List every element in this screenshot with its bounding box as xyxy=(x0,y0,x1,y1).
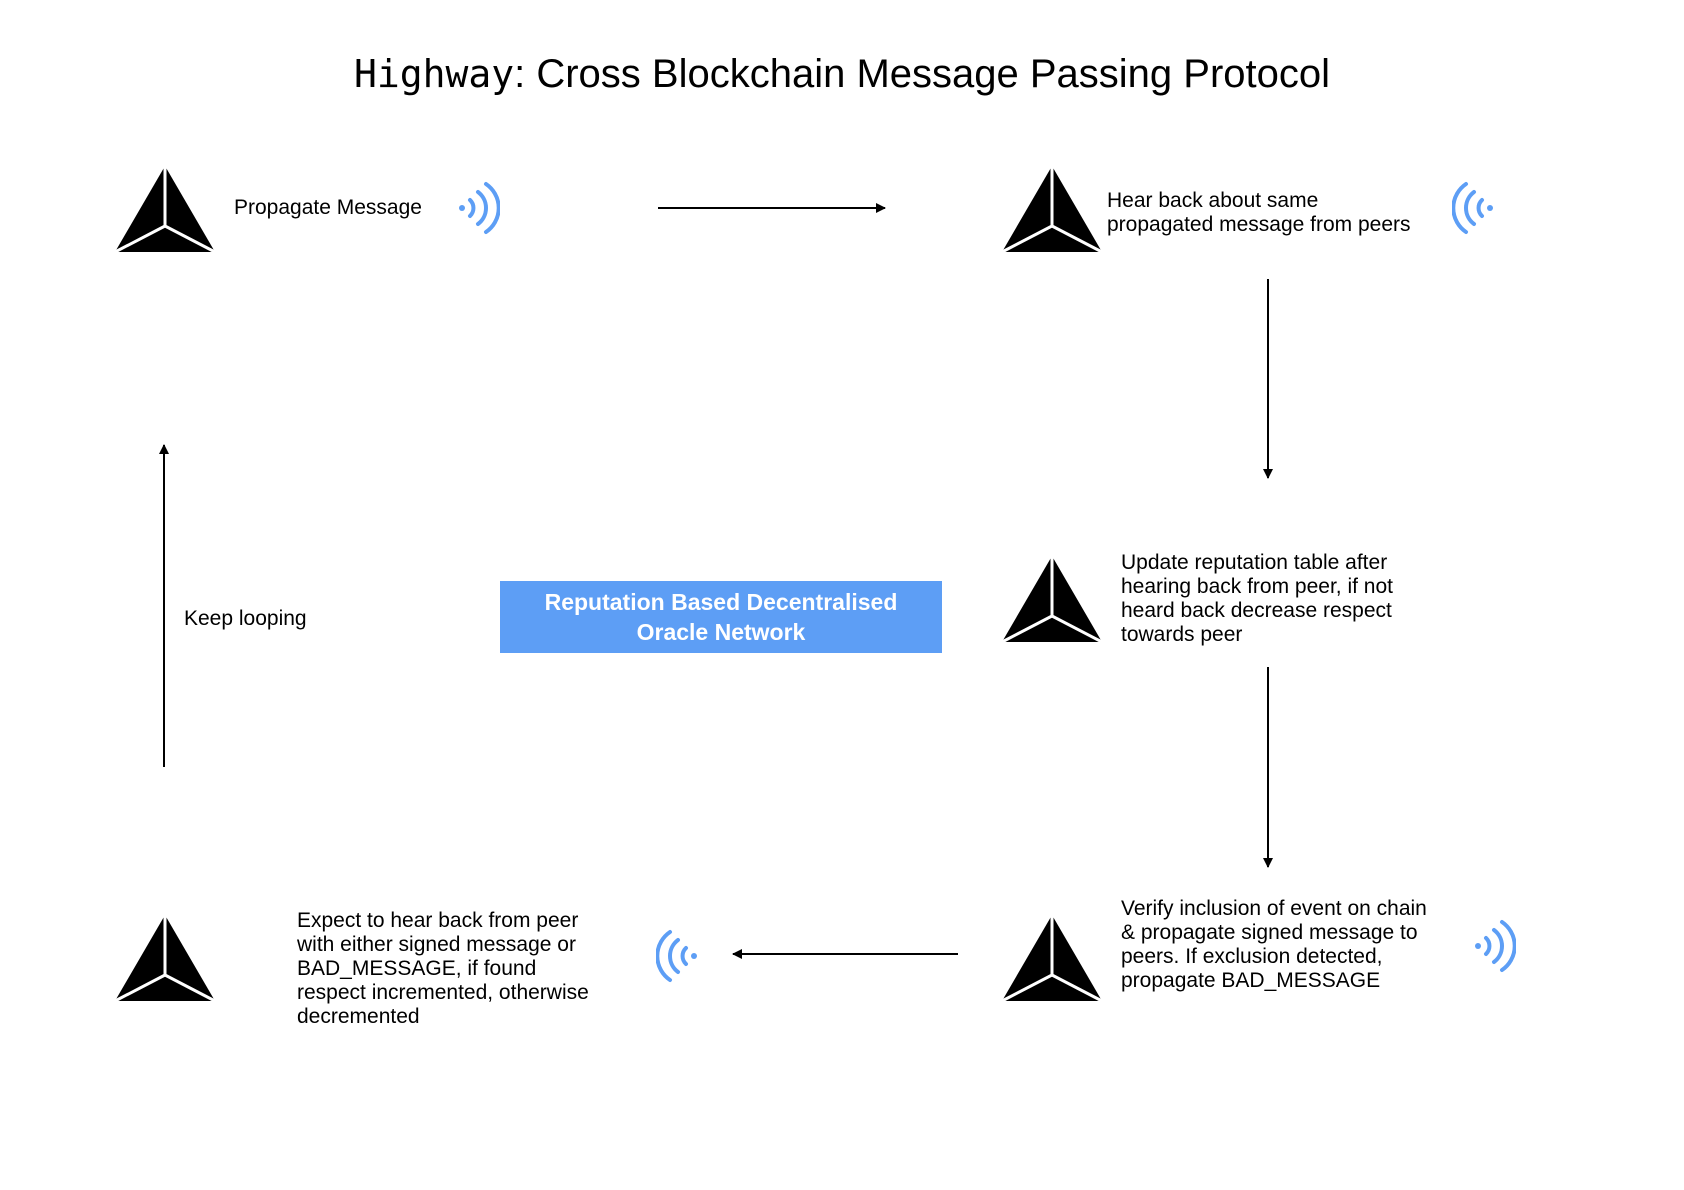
step-expect-label: Expect to hear back from peer with eithe… xyxy=(297,909,589,1028)
title-protocol-name: Highway xyxy=(353,52,515,96)
tetrahedron-node-icon xyxy=(1001,915,1103,1003)
tetrahedron-node-icon xyxy=(114,166,216,254)
center-box-line1: Reputation Based Decentralised xyxy=(544,589,898,615)
step-update-label: Update reputation table after hearing ba… xyxy=(1121,551,1393,646)
tetrahedron-node-icon xyxy=(1001,166,1103,254)
signal-waves-icon xyxy=(1452,182,1493,234)
step-hear-back-label: Hear back about same propagated message … xyxy=(1107,189,1411,236)
signal-waves-icon xyxy=(459,182,500,234)
step-propagate-label: Propagate Message xyxy=(234,196,422,219)
center-box-line2: Oracle Network xyxy=(636,619,806,645)
signal-waves-icon xyxy=(1475,920,1516,972)
step-loop-label: Keep looping xyxy=(184,607,307,630)
tetrahedron-node-icon xyxy=(114,915,216,1003)
diagram-title: Highway: Cross Blockchain Message Passin… xyxy=(0,52,1684,97)
signal-waves-icon xyxy=(656,930,697,982)
tetrahedron-node-icon xyxy=(1001,556,1103,644)
center-network-box: Reputation Based Decentralised Oracle Ne… xyxy=(500,581,942,653)
title-text: : Cross Blockchain Message Passing Proto… xyxy=(514,52,1331,96)
step-verify-label: Verify inclusion of event on chain & pro… xyxy=(1121,897,1427,992)
